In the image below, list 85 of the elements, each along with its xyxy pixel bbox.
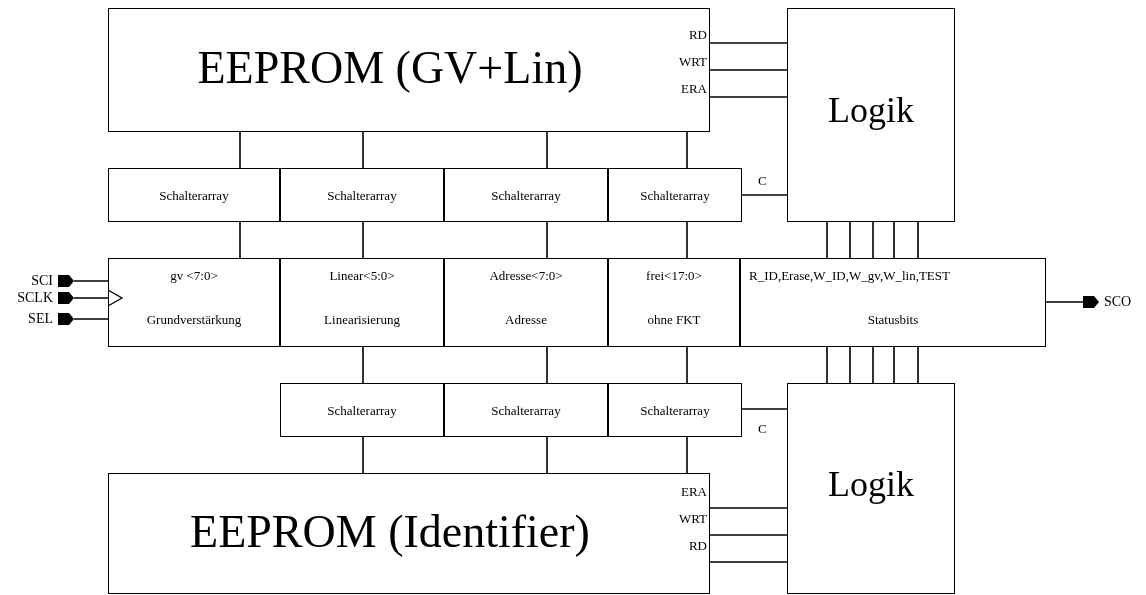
register-bits: frei<17:0>	[645, 269, 703, 282]
connection-line	[849, 346, 851, 384]
register-field	[108, 258, 280, 347]
connection-line	[741, 408, 788, 410]
block-label: Schalterarray	[159, 188, 229, 202]
connection-line	[239, 131, 241, 169]
register-name: Linearisierung	[323, 313, 401, 326]
register-bits: Adresse<7:0>	[488, 269, 564, 282]
block-title: Logik	[828, 465, 914, 502]
connection-line	[546, 131, 548, 169]
register-name: Statusbits	[866, 313, 920, 326]
pin-name: SCI	[31, 274, 53, 288]
connection-line	[362, 346, 364, 384]
memory-block	[108, 473, 710, 594]
connection-line	[709, 69, 788, 71]
switch-array-box	[444, 168, 608, 222]
connection-line	[917, 346, 919, 384]
switch-array-box	[444, 383, 608, 437]
register-bits: Linear<5:0>	[328, 269, 396, 282]
block-label: Schalterarray	[640, 403, 710, 417]
connection-line	[709, 96, 788, 98]
connection-line	[362, 436, 364, 474]
register-name: ohne FKT	[646, 313, 702, 326]
connection-line	[73, 289, 123, 307]
register-bits: R_ID,Erase,W_ID,W_gv,W_lin,TEST	[748, 269, 951, 282]
connection-line	[709, 561, 788, 563]
connection-line	[826, 346, 828, 384]
pin-name: SCLK	[17, 291, 53, 305]
connection-line	[686, 436, 688, 474]
connection-line	[872, 346, 874, 384]
pin-label: ERA	[681, 82, 707, 95]
register-field	[280, 258, 444, 347]
connection-line	[362, 221, 364, 259]
switch-array-box	[108, 168, 280, 222]
connection-line	[73, 318, 109, 320]
connection-line	[362, 131, 364, 169]
pin-label: WRT	[678, 55, 707, 68]
register-field	[740, 258, 1046, 347]
connection-line	[686, 131, 688, 169]
connection-line	[709, 42, 788, 44]
register-bits: gv <7:0>	[169, 269, 219, 282]
connection-line	[546, 221, 548, 259]
block-label: Schalterarray	[327, 188, 397, 202]
switch-array-box	[608, 168, 742, 222]
connection-line	[73, 280, 109, 282]
block-title: EEPROM (GV+Lin)	[196, 45, 584, 91]
pin-label: WRT	[678, 512, 707, 525]
connection-line	[686, 221, 688, 259]
switch-array-box	[280, 168, 444, 222]
pin-name: SCO	[1104, 295, 1132, 309]
connection-line	[849, 221, 851, 259]
pin-label: RD	[688, 28, 707, 41]
connection-line	[872, 221, 874, 259]
connection-line	[546, 346, 548, 384]
connection-line	[893, 221, 895, 259]
switch-array-box	[608, 383, 742, 437]
switch-array-box	[280, 383, 444, 437]
block-label: Schalterarray	[327, 403, 397, 417]
connection-line	[546, 436, 548, 474]
connection-line	[686, 346, 688, 384]
register-name: Grundverstärkung	[145, 313, 243, 326]
block-label: Schalterarray	[640, 188, 710, 202]
block-title: EEPROM (Identifier)	[189, 508, 591, 555]
pin-label: RD	[688, 539, 707, 552]
connection-line	[893, 346, 895, 384]
connection-line	[709, 507, 788, 509]
logic-block	[787, 8, 955, 222]
register-field	[444, 258, 608, 347]
connection-line	[741, 194, 788, 196]
pin-name: SEL	[28, 312, 53, 326]
register-field	[608, 258, 740, 347]
block-label: Schalterarray	[491, 403, 561, 417]
connection-line	[239, 221, 241, 259]
pin-label: ERA	[681, 485, 707, 498]
connection-line	[826, 221, 828, 259]
logic-block	[787, 383, 955, 594]
edge-label: C	[757, 422, 768, 435]
block-label: Schalterarray	[491, 188, 561, 202]
register-name: Adresse	[504, 313, 548, 326]
block-title: Logik	[828, 92, 914, 128]
edge-label: C	[757, 174, 768, 187]
connection-line	[709, 534, 788, 536]
connection-line	[917, 221, 919, 259]
connection-line	[1045, 301, 1084, 303]
memory-block	[108, 8, 710, 132]
